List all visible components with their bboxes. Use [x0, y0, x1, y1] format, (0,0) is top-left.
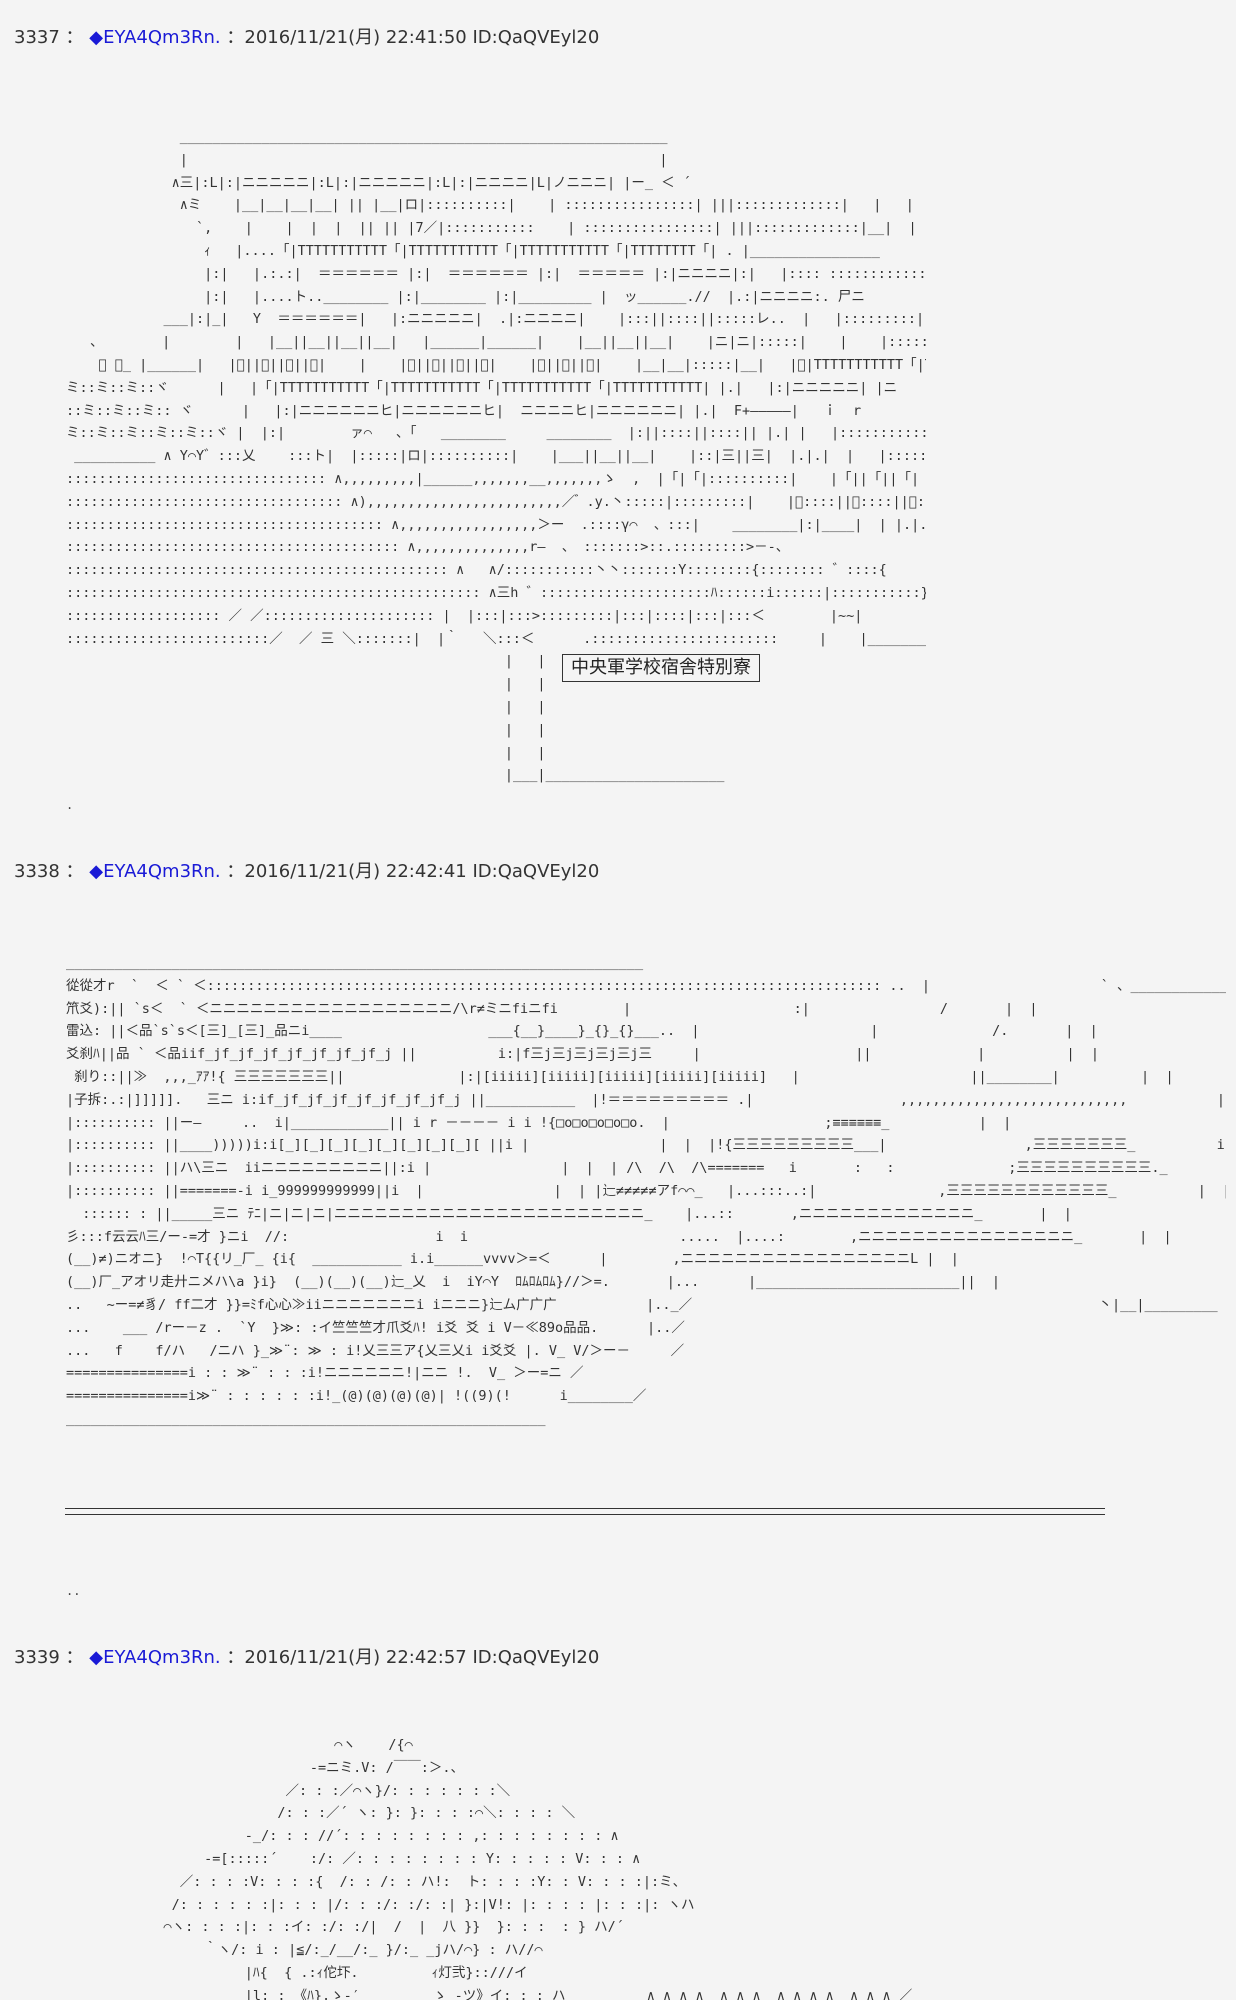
trip-name[interactable]: EYA4Qm3Rn. [103, 861, 221, 882]
post-number[interactable]: 3338 [14, 861, 60, 882]
post-meta: ：2016/11/21(月) 22:41:50 ID:QaQVEyl20 [226, 27, 600, 48]
post-tail: . [66, 798, 74, 812]
post-3339: 3339 ： ◆EYA4Qm3Rn. ：2016/11/21(月) 22:42:… [0, 1646, 1236, 2000]
trip-diamond-icon: ◆ [89, 861, 104, 882]
post-meta: ：2016/11/21(月) 22:42:41 ID:QaQVEyl20 [226, 861, 600, 882]
post-separator: ： [65, 1647, 84, 1668]
post-header: 3339 ： ◆EYA4Qm3Rn. ：2016/11/21(月) 22:42:… [14, 1646, 599, 1670]
trip-name[interactable]: EYA4Qm3Rn. [103, 1647, 221, 1668]
dormitory-sign: 中央軍学校宿舎特別寮 [562, 654, 760, 682]
trip-name[interactable]: EYA4Qm3Rn. [103, 27, 221, 48]
post-number[interactable]: 3339 [14, 1647, 60, 1668]
post-meta: ：2016/11/21(月) 22:42:57 ID:QaQVEyl20 [226, 1647, 600, 1668]
trip-diamond-icon: ◆ [89, 1647, 104, 1668]
ascii-art-building: ________________________________________… [66, 129, 926, 784]
post-header: 3338 ： ◆EYA4Qm3Rn. ：2016/11/21(月) 22:42:… [14, 860, 599, 884]
post-header: 3337 ： ◆EYA4Qm3Rn. ：2016/11/21(月) 22:41:… [14, 26, 599, 50]
post-separator: ： [65, 861, 84, 882]
ascii-art-interior: ________________________________________… [66, 955, 1226, 1427]
post-3337: 3337 ： ◆EYA4Qm3Rn. ：2016/11/21(月) 22:41:… [0, 26, 1236, 826]
post-3338: 3338 ： ◆EYA4Qm3Rn. ：2016/11/21(月) 22:42:… [0, 860, 1236, 1620]
section-divider [65, 1508, 1105, 1515]
trip-diamond-icon: ◆ [89, 27, 104, 48]
ascii-art-character: ⌒ヽ /{⌒ -=ニミ.V: /￣￣:＞.、 ／: : :／⌒ヽ}/: : : … [163, 1737, 913, 2000]
post-number[interactable]: 3337 [14, 27, 60, 48]
post-tail: .. [66, 1584, 81, 1598]
post-separator: ： [65, 27, 84, 48]
